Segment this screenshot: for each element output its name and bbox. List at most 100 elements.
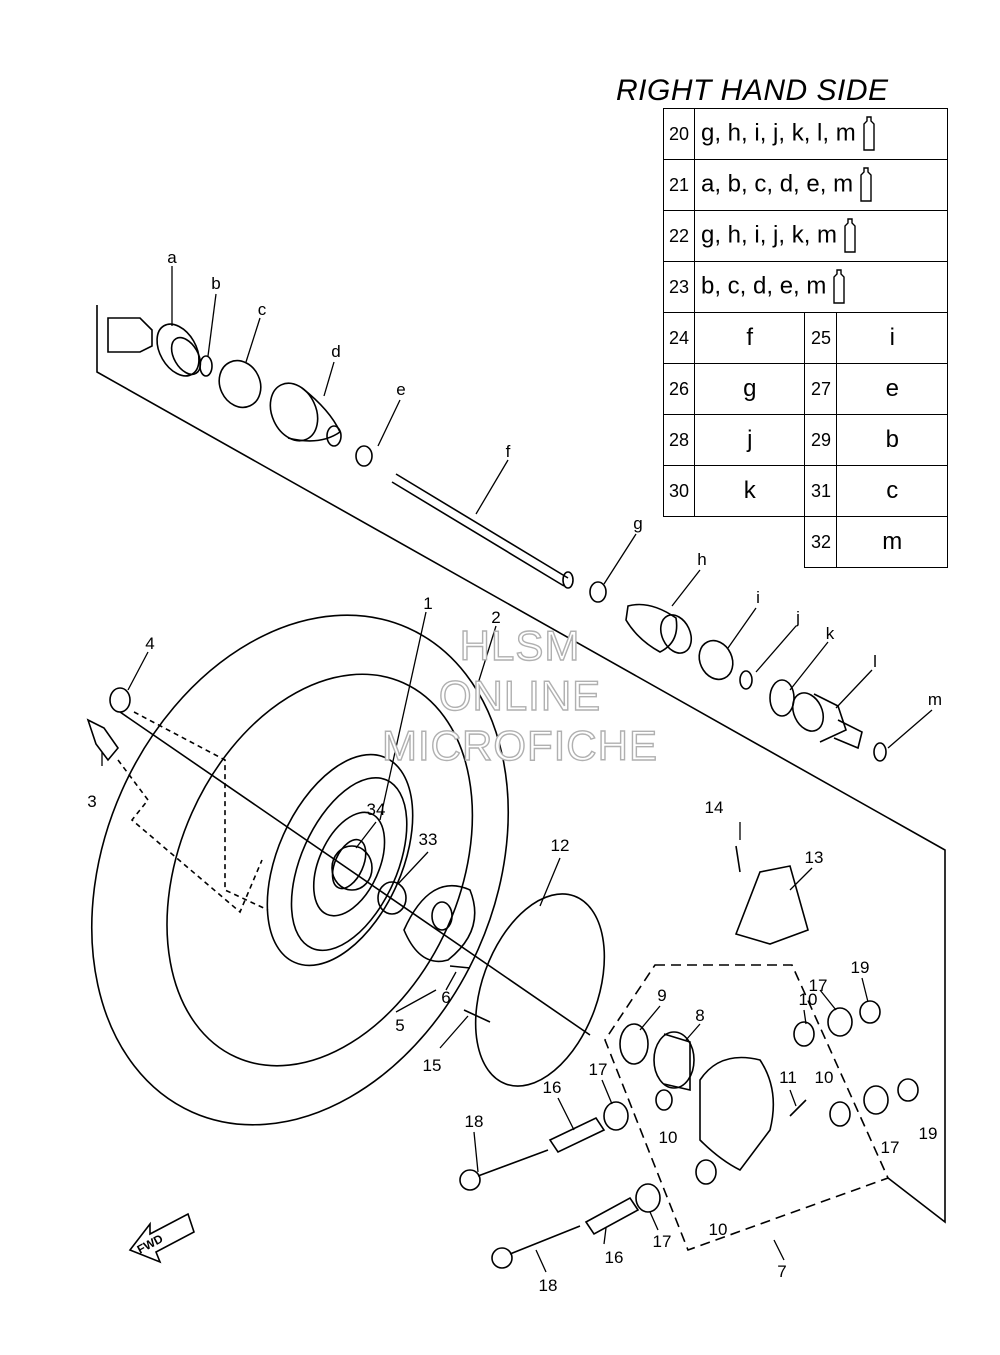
- page-title: RIGHT HAND SIDE: [616, 74, 889, 107]
- axis-line: [119, 711, 591, 1036]
- callout-letter: j: [796, 608, 800, 627]
- seal-17a: [603, 1101, 629, 1131]
- bushing-10d: [829, 1101, 851, 1127]
- callout-number: 34: [366, 800, 386, 819]
- hub-5: [403, 885, 476, 963]
- kit-number: 32: [804, 516, 838, 568]
- callout-letter: e: [396, 380, 406, 399]
- callout-number: 10: [658, 1128, 678, 1147]
- kit-number: 28: [663, 414, 695, 466]
- collar-16b: [584, 1196, 640, 1236]
- callout-number: 8: [695, 1006, 705, 1025]
- nut-19b: [897, 1078, 919, 1102]
- callout-letter: d: [331, 342, 341, 361]
- callout-number: 17: [808, 976, 828, 995]
- boot-d: [269, 382, 342, 447]
- kit-number: 23: [663, 261, 695, 313]
- bolt-18b: [491, 1225, 581, 1269]
- callout-letter: i: [756, 588, 760, 607]
- bearing-8: [653, 1031, 695, 1092]
- table-row: 22 g, h, i, j, k, m: [663, 210, 948, 262]
- valve-cap: [109, 687, 131, 713]
- callout-number: 3: [87, 792, 97, 811]
- grease-tube-icon: [860, 167, 872, 202]
- watermark-line: ONLINE: [438, 671, 602, 719]
- kit-number: 29: [804, 414, 838, 466]
- bolt-14: [735, 845, 741, 873]
- kit-number: 21: [663, 159, 695, 211]
- callout-number: 19: [850, 958, 870, 977]
- callout-number: 17: [880, 1138, 900, 1157]
- hidden-line-valve: [117, 759, 263, 914]
- kit-number: 31: [804, 465, 838, 517]
- band-g: [589, 581, 607, 603]
- table-row: 30 k 31 c: [663, 465, 948, 517]
- wheel-rim: [266, 753, 414, 967]
- kit-letter: k: [693, 465, 806, 517]
- o-ring-k: [769, 679, 795, 717]
- callout-letter: h: [697, 550, 707, 569]
- bolt-15: [463, 1009, 491, 1023]
- table-row: 26 g 27 e: [663, 363, 948, 415]
- grease-tube-icon: [833, 269, 846, 304]
- bushing-10c: [793, 1021, 815, 1047]
- kit-number: 20: [663, 108, 695, 160]
- kit-number: 30: [663, 465, 695, 517]
- cv-joint-outer: [107, 317, 202, 377]
- callout-number: 7: [777, 1262, 787, 1281]
- table-row: 28 j 29 b: [663, 414, 948, 466]
- kit-letter: e: [836, 363, 948, 415]
- bracket-13: [734, 865, 809, 945]
- callout-number: 13: [804, 848, 824, 867]
- callout-letter: a: [167, 248, 177, 267]
- brake-disc-12: [474, 893, 606, 1087]
- circlip-m: [873, 742, 887, 762]
- callout-number: 2: [491, 608, 501, 627]
- fwd-arrow: [128, 1212, 195, 1264]
- kit-letters: a, b, c, d, e, m: [701, 170, 854, 198]
- kit-number: 27: [804, 363, 838, 415]
- table-row: 20 g, h, i, j, k, l, m: [663, 108, 948, 160]
- bushing-10b: [695, 1159, 717, 1185]
- callout-number: 11: [779, 1068, 797, 1087]
- valve-stem: [86, 718, 120, 762]
- callout-number: 1: [423, 594, 433, 613]
- callout-number: 18: [538, 1276, 558, 1295]
- kit-letter: b: [836, 414, 948, 466]
- grease-nipple-11: [789, 1099, 807, 1117]
- collar-16a: [548, 1116, 606, 1154]
- callout-letter: k: [825, 624, 835, 643]
- table-row: 32 m: [664, 516, 948, 568]
- callout-number: 10: [708, 1220, 728, 1239]
- callout-number: 14: [704, 798, 724, 817]
- table-row: 24 f 25 i: [663, 312, 948, 364]
- parts-kit-table: 20 g, h, i, j, k, l, m 21 a, b, c, d, e,…: [663, 108, 948, 568]
- callout-letter: m: [927, 690, 943, 709]
- circlip-j: [739, 670, 753, 690]
- callout-number: 12: [550, 836, 570, 855]
- band-i: [698, 639, 734, 681]
- circlip-b: [199, 355, 213, 377]
- grease-tube-icon: [863, 116, 875, 151]
- callout-number: 16: [604, 1248, 624, 1267]
- cv-joint-inner: [791, 692, 863, 750]
- knuckle-dash-box: [604, 964, 890, 1252]
- empty-cell: [664, 517, 805, 568]
- callout-number: 10: [798, 990, 818, 1009]
- callout-number: 15: [422, 1056, 442, 1075]
- kit-letter: f: [693, 312, 806, 364]
- kit-letters: b, c, d, e, m: [701, 272, 827, 300]
- kit-contents: g, h, i, j, k, m: [694, 210, 948, 262]
- kit-letters: g, h, i, j, k, m: [701, 221, 838, 249]
- shaft-f: [391, 473, 574, 589]
- kit-letter: m: [836, 516, 948, 568]
- callout-letter: f: [505, 442, 511, 461]
- callout-letter: c: [257, 300, 267, 319]
- kit-number: 24: [663, 312, 695, 364]
- callout-number: 10: [814, 1068, 834, 1087]
- stud-6: [449, 965, 471, 969]
- table-row: 21 a, b, c, d, e, m: [663, 159, 948, 211]
- grease-tube-icon: [844, 218, 856, 253]
- bolt-18a: [459, 1149, 549, 1191]
